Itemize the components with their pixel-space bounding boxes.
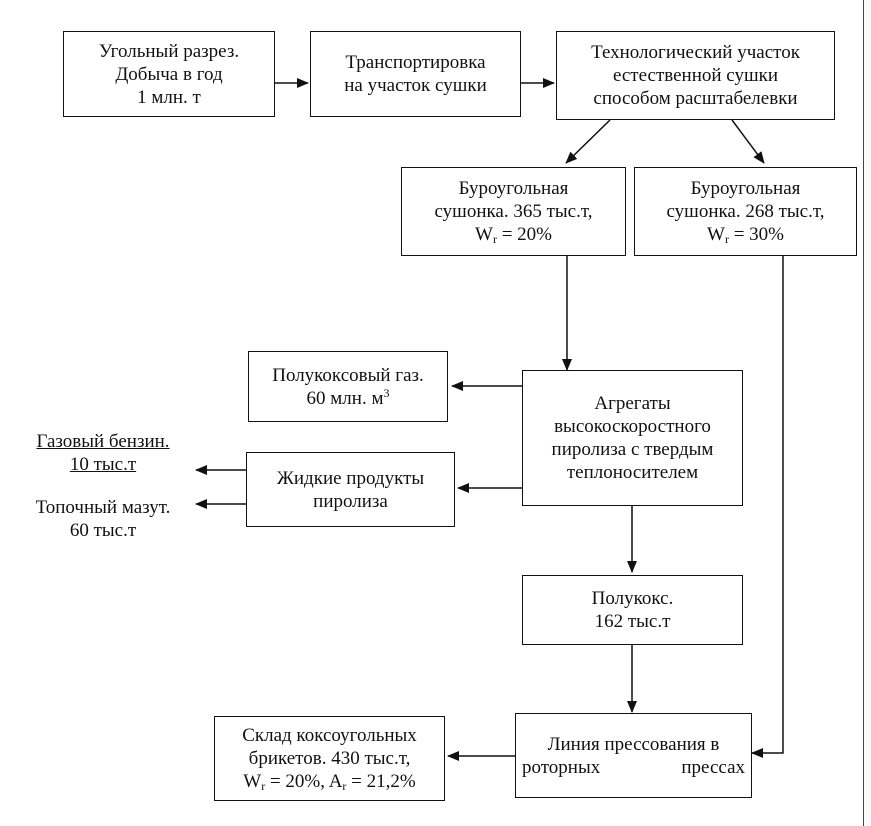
a-value: = 21,2% <box>346 771 416 792</box>
output-fuel-oil-line-1: Топочный мазут. <box>35 497 171 518</box>
w-symbol: W <box>475 224 493 245</box>
node-liquid-products-line-1: Жидкие продукты <box>276 467 425 489</box>
w-subscript: r <box>261 779 266 793</box>
node-semicoke-gas-line-2: 60 млн. м3 <box>272 387 424 410</box>
node-pyrolysis-units-line-2: высокоскоростного <box>554 416 711 437</box>
node-semicoke-gas: Полукоксовый газ. 60 млн. м3 <box>248 351 448 422</box>
node-briquette-storage-specs: Wr = 20%, Ar = 21,2% <box>242 770 417 793</box>
a-subscript: r <box>342 779 347 793</box>
node-natural-drying: Технологический участок естественной суш… <box>556 31 835 120</box>
output-fuel-oil-line-2: 60 тыс.т <box>69 520 137 541</box>
cubic-superscript: 3 <box>383 385 390 400</box>
node-pyrolysis-units: Агрегаты высокоскоростного пиролиза с тв… <box>522 370 743 506</box>
node-dried-coal-30-line-2: сушонка. 268 тыс.т, <box>666 201 825 222</box>
node-semicoke: Полукокс. 162 тыс.т <box>522 575 743 645</box>
w-symbol: W <box>243 771 262 792</box>
arrow-drying-to-dried30 <box>731 119 765 164</box>
node-dried-coal-30-moisture: Wr = 30% <box>667 223 825 246</box>
node-pressing-line: Линия прессования в роторных прессах <box>515 713 752 798</box>
arrow-dried30-to-press <box>751 256 784 758</box>
node-dried-coal-20-line-1: Буроугольная <box>458 178 569 199</box>
node-dried-coal-30: Буроугольная сушонка. 268 тыс.т, Wr = 30… <box>634 167 857 256</box>
node-dried-coal-30-line-1: Буроугольная <box>690 178 801 199</box>
w-value: = 20% <box>496 224 552 245</box>
gas-volume: 60 млн. м <box>306 387 384 409</box>
node-pyrolysis-units-line-4: теплоносителем <box>566 462 699 483</box>
node-natural-drying-line-1: Технологический участок <box>591 42 800 63</box>
node-transport: Транспортировка на участок сушки <box>310 31 521 117</box>
node-dried-coal-20-line-2: сушонка. 365 тыс.т, <box>434 201 593 222</box>
node-natural-drying-line-3: способом расштабелевки <box>593 88 798 109</box>
node-briquette-storage-line-1: Склад коксоугольных <box>242 725 417 746</box>
w-value: = 20%, A <box>265 771 343 792</box>
node-natural-drying-line-2: естественной сушки <box>612 65 779 86</box>
node-semicoke-line-1: Полукокс. <box>591 588 674 609</box>
w-subscript: r <box>724 232 729 246</box>
node-coal-mine-line-3: 1 млн. т <box>137 86 201 108</box>
node-dried-coal-20: Буроугольная сушонка. 365 тыс.т, Wr = 20… <box>401 167 626 256</box>
node-pyrolysis-units-line-3: пиролиза с твердым <box>551 439 714 460</box>
arrow-drying-to-dried20 <box>565 119 611 164</box>
node-pressing-line-line-2: роторных прессах <box>522 756 745 778</box>
node-liquid-products-line-2: пиролиза <box>313 490 388 512</box>
output-gas-gasoline-line-1: Газовый бензин. <box>36 431 170 452</box>
output-gas-gasoline-line-2: 10 тыс.т <box>69 454 137 475</box>
page-edge-divider <box>863 0 871 826</box>
node-pyrolysis-units-line-1: Агрегаты <box>594 393 671 414</box>
node-liquid-products: Жидкие продукты пиролиза <box>246 452 455 527</box>
node-coal-mine: Угольный разрез. Добыча в год 1 млн. т <box>63 31 275 117</box>
node-semicoke-gas-line-1: Полукоксовый газ. <box>272 364 424 386</box>
w-subscript: r <box>492 232 497 246</box>
output-gas-gasoline: Газовый бензин. 10 тыс.т <box>12 430 194 476</box>
node-semicoke-line-2: 162 тыс.т <box>594 611 671 632</box>
w-value: = 30% <box>728 224 784 245</box>
node-dried-coal-20-moisture: Wr = 20% <box>435 223 593 246</box>
node-briquette-storage-line-2: брикетов. 430 тыс.т, <box>248 748 411 769</box>
node-coal-mine-line-1: Угольный разрез. <box>98 40 240 62</box>
output-fuel-oil: Топочный мазут. 60 тыс.т <box>12 496 194 542</box>
node-coal-mine-line-2: Добыча в год <box>115 63 223 85</box>
node-transport-line-2: на участок сушки <box>344 75 487 96</box>
node-transport-line-1: Транспортировка <box>345 52 486 73</box>
node-briquette-storage: Склад коксоугольных брикетов. 430 тыс.т,… <box>214 716 445 801</box>
w-symbol: W <box>707 224 725 245</box>
node-pressing-line-line-1: Линия прессования в <box>547 733 720 755</box>
